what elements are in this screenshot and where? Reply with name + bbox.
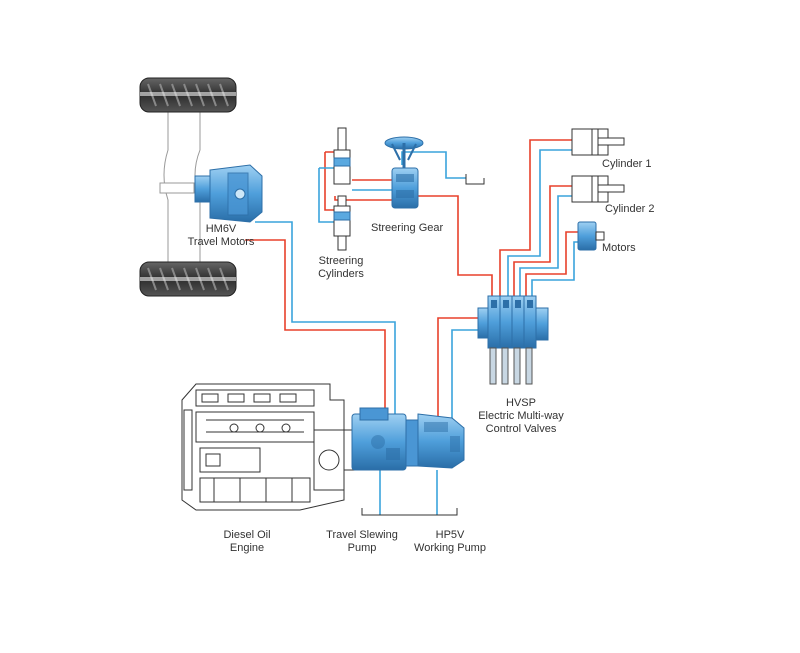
engine-label: Diesel Oil Engine [223, 529, 271, 554]
working-pump-return-line [451, 329, 478, 425]
travel-motor-return-line [255, 221, 396, 430]
cylinder-1 [571, 128, 625, 156]
steering-gear-pressure-line [417, 195, 493, 300]
steering-cylinders-label: Streering Cylinders [318, 255, 364, 280]
motors-return-line [531, 241, 578, 300]
working-pump-label: HP5V Working Pump [414, 529, 486, 554]
cyl1-return-line [507, 149, 572, 300]
bottom-tire [139, 261, 237, 297]
steering-gear [384, 136, 424, 209]
cylinder2-label: Cylinder 2 [605, 203, 655, 215]
axle-shaft [159, 182, 195, 194]
cyl2-return-line [519, 195, 572, 300]
control-valves-label: HVSP Electric Multi-way Control Valves [478, 397, 564, 435]
cyl1-pressure-line [499, 139, 572, 300]
hp5v-working-pump [405, 413, 465, 469]
steering-cylinder-top [333, 127, 351, 185]
travel-motor-pressure-line [245, 239, 386, 430]
cylinder1-label: Cylinder 1 [602, 158, 652, 170]
steering-cyl-vertical [334, 196, 392, 201]
hydraulic-motor [577, 221, 605, 251]
travel-slewing-pump [343, 407, 407, 471]
travel-motor [194, 164, 263, 223]
cyl2-pressure-line [513, 185, 572, 300]
steering-cyl-to-gear-b [319, 167, 398, 191]
travel-motors-label: HM6V Travel Motors [187, 223, 255, 248]
slewing-pump-label: Travel Slewing Pump [326, 529, 398, 554]
cylinder-2 [571, 175, 625, 203]
steering-gear-return-line [401, 151, 466, 179]
multi-way-control-valves [477, 295, 549, 385]
working-pump-pressure-line [437, 317, 478, 425]
steering-gear-label: Streering Gear [371, 222, 444, 234]
motors-label: Motors [602, 242, 636, 254]
steering-cylinder-bottom [333, 195, 351, 251]
steering-tank-bracket [465, 174, 485, 185]
top-tire [139, 77, 237, 113]
diesel-engine [181, 383, 345, 511]
tank-bracket [361, 508, 458, 516]
motors-pressure-line [525, 231, 578, 300]
